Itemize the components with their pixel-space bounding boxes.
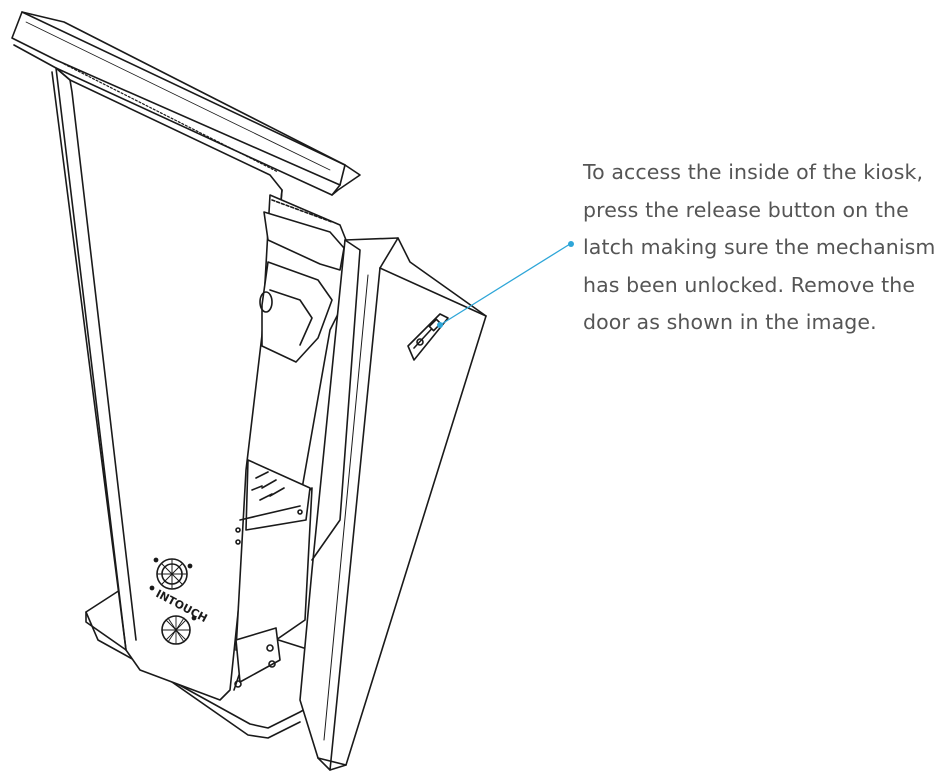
kiosk-body-side-panel — [51, 67, 283, 701]
callout-leader — [437, 241, 574, 328]
caption-line: door as shown in the image. — [583, 310, 877, 334]
caption-line: To access the inside of the kiosk, — [583, 160, 924, 184]
caption-line: latch making sure the mechanism — [583, 235, 936, 259]
kiosk-vent-fans — [149, 557, 197, 645]
callout-dot — [568, 241, 574, 247]
caption-line: press the release button on the — [583, 197, 909, 222]
kiosk-top-display — [11, 11, 361, 196]
kiosk-interior-compartment — [234, 194, 351, 688]
kiosk-removed-door — [299, 237, 487, 771]
latch-highlight — [437, 322, 443, 328]
instruction-caption: To access the inside of the kiosk, press… — [583, 154, 943, 342]
caption-line: has been unlocked. Remove the — [583, 272, 916, 297]
